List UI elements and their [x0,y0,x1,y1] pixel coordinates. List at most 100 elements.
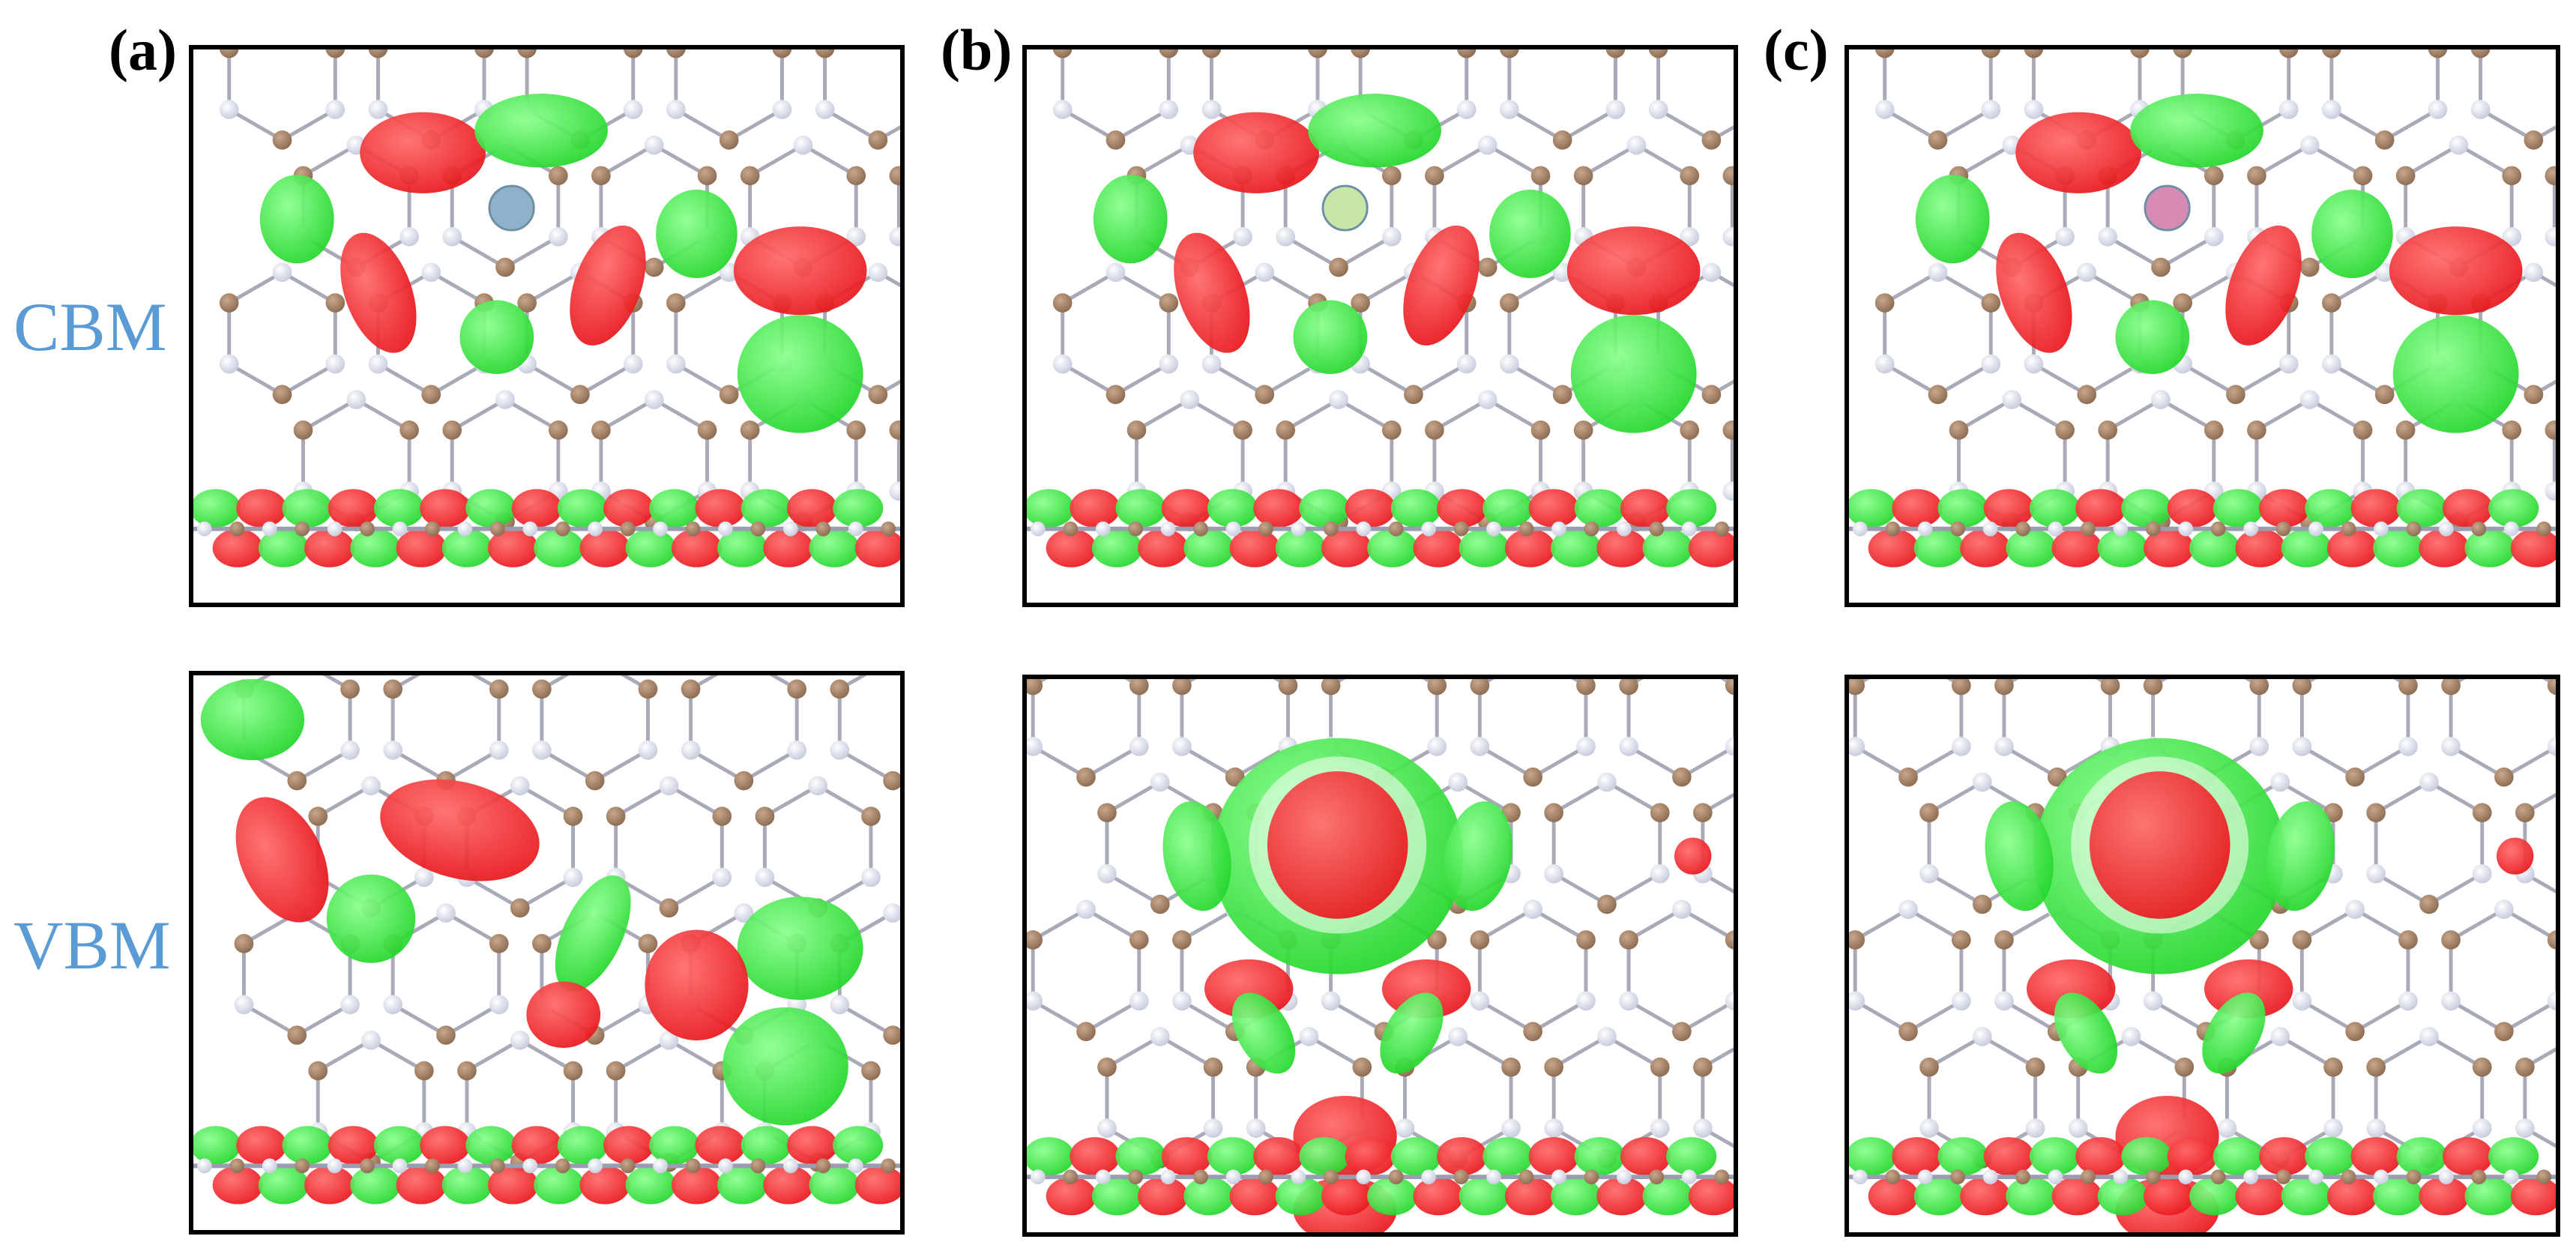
side-atom [848,521,863,537]
bond [519,1038,574,1073]
carbon-atom [219,49,239,58]
side-atom [1714,1169,1730,1185]
carbon-atom [2204,420,2224,440]
negative-lobe [1115,489,1166,528]
side-atom [392,521,408,537]
carbon-atom [1530,420,1551,440]
nitrogen-atom [2366,1118,2386,1138]
positive-lobe [1070,489,1120,528]
positive-lobe [340,232,417,353]
negative-lobe [1937,1137,1988,1176]
negative-lobe [1551,528,1602,567]
bond [1180,999,1236,1034]
side-atom [2438,521,2454,537]
carbon-atom [2472,1057,2492,1077]
nitrogen-atom [1477,390,1497,409]
carbon-atom [1951,679,1971,696]
bond [2159,235,2215,269]
side-atom [425,521,440,537]
side-atom [1616,521,1632,537]
negative-lobe [1183,528,1234,567]
positive-lobe [2510,528,2556,567]
side-atom [718,521,733,537]
negative-lobe [1027,1137,1075,1176]
carbon-atom [1172,930,1192,950]
bond [2449,908,2506,942]
carbon-atom [846,166,866,186]
positive-lobe [236,1126,287,1165]
side-atom [1917,521,1933,537]
bond [296,1003,352,1037]
carbon-atom [1052,49,1073,58]
carbon-atom [2098,420,2118,440]
bond [749,143,804,178]
dopant-atom [2144,184,2191,232]
negative-lobe [1275,1177,1326,1216]
nitrogen-atom [1972,1027,1992,1046]
positive-lobe [1566,226,1701,316]
carbon-atom [1255,385,1275,405]
nitrogen-atom [489,995,509,1015]
side-atom [489,521,505,537]
nitrogen-atom [623,100,643,119]
carbon-atom [1308,49,1327,58]
positive-lobe [1892,1137,1943,1176]
bond [391,1003,447,1037]
positive-lobe [695,489,746,528]
carbon-atom [1105,385,1126,405]
panel-a-cbm-isosurface [193,49,900,567]
carbon-atom [1722,166,1734,186]
nitrogen-atom [1874,100,1895,119]
side-atom [1453,521,1469,537]
nitrogen-atom [1874,354,1895,374]
side-atom [718,1158,733,1174]
bond [1571,679,1587,687]
positive-lobe [2075,1137,2126,1176]
negative-lobe [259,175,334,264]
side-atom [1030,1169,1046,1185]
side-atom [1885,1169,1901,1185]
nitrogen-atom [1544,1118,1563,1138]
carbon-atom [2353,166,2373,186]
bond [2056,744,2111,779]
side-atom [2015,1169,2030,1185]
carbon-atom [740,420,760,440]
nitrogen-atom [1097,863,1117,884]
carbon-atom [755,807,775,826]
negative-lobe [1293,300,1368,374]
negative-lobe [1574,1137,1625,1176]
carbon-atom [815,49,835,58]
panel-label-a: (a) [109,17,177,82]
negative-lobe [2189,528,2240,567]
bond [690,748,745,783]
bond [839,748,894,783]
bond [1105,1034,1162,1069]
carbon-atom [644,257,664,277]
positive-lobe [1253,489,1304,528]
positive-lobe [1229,1177,1280,1216]
positive-lobe [1868,1177,1919,1216]
positive-lobe [1504,1177,1556,1216]
carbon-atom [2249,679,2269,696]
carbon-atom [1470,679,1490,696]
carbon-atom [1105,130,1126,150]
bond [1853,999,1910,1034]
carbon-atom [1203,1057,1223,1077]
carbon-atom [532,934,552,953]
bond [1422,679,1438,687]
nitrogen-atom [340,995,360,1015]
positive-lobe [2225,225,2302,346]
carbon-atom [591,420,611,440]
bond [1031,999,1088,1034]
bond [1657,107,1713,142]
positive-lobe [1688,528,1734,567]
bond [1680,908,1734,941]
bond [675,271,730,305]
carbon-atom [606,1061,626,1081]
carbon-atom [1949,420,1969,440]
side-atom [1852,521,1868,537]
positive-lobe [2051,528,2102,567]
negative-lobe [2305,1137,2356,1176]
bond [1552,1034,1608,1069]
positive-lobe [2326,528,2378,567]
